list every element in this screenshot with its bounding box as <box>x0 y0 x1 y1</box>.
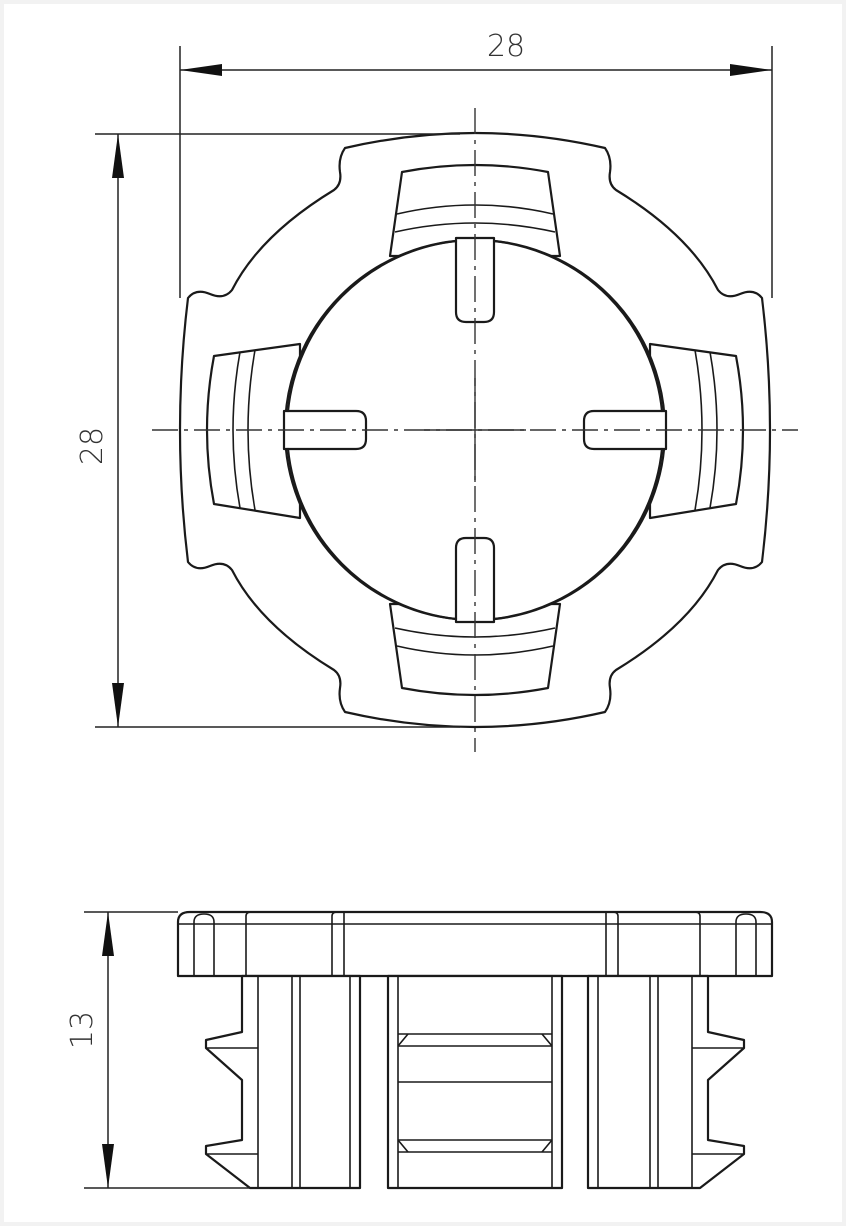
right-leg <box>586 974 746 1190</box>
dimension-width-label: 28 <box>487 29 525 64</box>
side-view: 13 <box>65 910 774 1190</box>
top-view: 28 28 <box>75 29 798 752</box>
dimension-height: 28 <box>75 133 460 728</box>
left-leg <box>204 974 362 1190</box>
rib-left <box>205 342 302 520</box>
dimension-side-height-label: 13 <box>65 1011 100 1049</box>
rib-right <box>648 342 745 520</box>
dimension-width: 28 <box>179 29 773 298</box>
dimension-height-label: 28 <box>75 427 110 465</box>
cap-head <box>176 910 774 978</box>
dimension-side-height: 13 <box>65 911 250 1189</box>
rib-bottom <box>388 602 562 697</box>
